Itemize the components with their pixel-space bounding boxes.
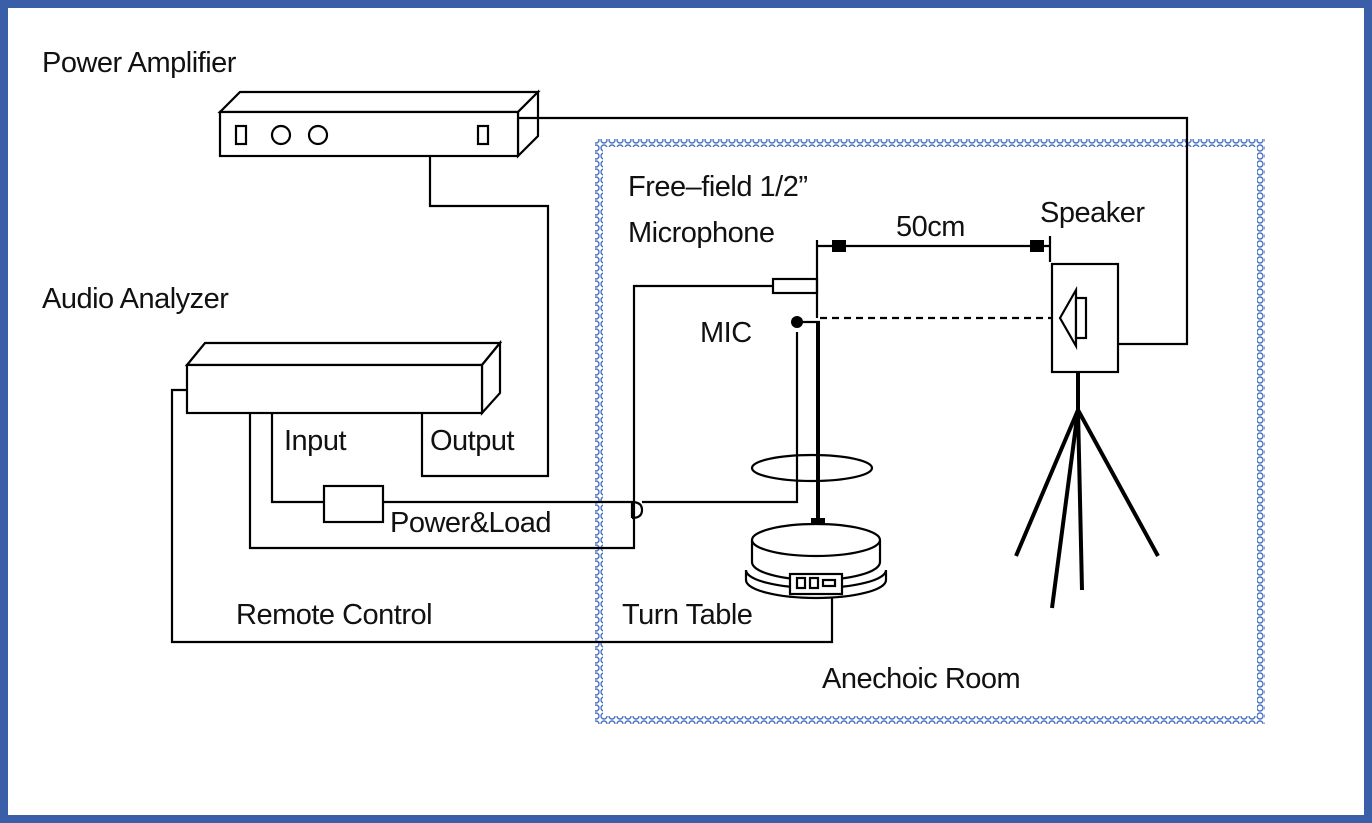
speaker-icon bbox=[1050, 262, 1120, 374]
mic-stand bbox=[750, 322, 874, 530]
turn-table bbox=[744, 522, 888, 600]
output-label: Output bbox=[430, 425, 514, 457]
power-load-label: Power&Load bbox=[390, 507, 551, 539]
remote-control-label: Remote Control bbox=[236, 599, 432, 631]
distance-marker bbox=[817, 236, 1052, 262]
microphone-label-line1: Free–field 1/2” bbox=[628, 171, 808, 203]
microphone-label-line2: Microphone bbox=[628, 217, 775, 249]
anechoic-room-label: Anechoic Room bbox=[822, 663, 1020, 695]
microphone-icon bbox=[771, 240, 820, 328]
audio-analyzer-label: Audio Analyzer bbox=[42, 283, 229, 315]
power-load-box bbox=[322, 484, 385, 524]
anechoic-room-border bbox=[595, 139, 1265, 724]
mic-label: MIC bbox=[700, 317, 752, 349]
distance-label: 50cm bbox=[896, 211, 965, 243]
audio-analyzer-box bbox=[184, 339, 503, 416]
wiring bbox=[170, 116, 1189, 644]
speaker-label: Speaker bbox=[1040, 197, 1145, 229]
power-amplifier-box bbox=[217, 89, 541, 159]
tripod bbox=[1014, 372, 1160, 609]
input-label: Input bbox=[284, 425, 346, 457]
power-amplifier-label: Power Amplifier bbox=[42, 47, 237, 79]
turn-table-label: Turn Table bbox=[622, 599, 752, 631]
